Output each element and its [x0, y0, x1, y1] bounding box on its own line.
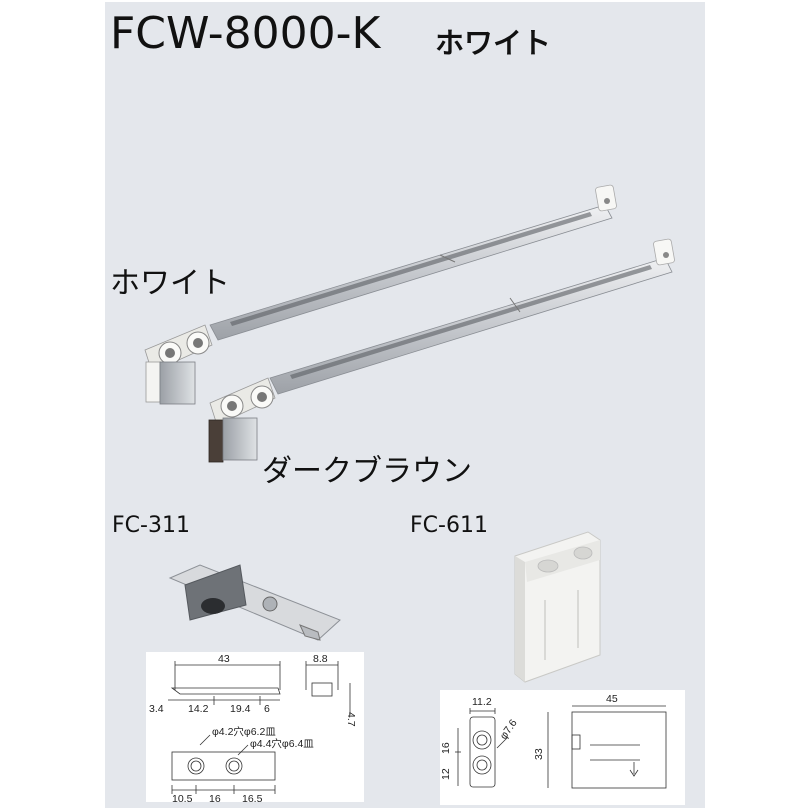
rail-brown — [208, 238, 675, 463]
dim-16-5: 16.5 — [242, 793, 263, 805]
dim-19-4: 19.4 — [230, 703, 251, 715]
fc611-drawing — [440, 690, 685, 805]
fc611-photo — [514, 531, 601, 683]
dim-12: 12 — [440, 768, 452, 780]
dim-hole-1: φ4.2穴φ6.2皿 — [212, 725, 276, 738]
dim-4-7: 4.7 — [345, 712, 357, 727]
dim-hole-2: φ4.4穴φ6.4皿 — [250, 737, 314, 750]
rail-white — [144, 184, 617, 405]
dim-hole: φ7.6 — [498, 717, 520, 742]
dim-3-4: 3.4 — [149, 703, 164, 715]
dim-16-height: 16 — [440, 742, 452, 754]
dim-33: 33 — [533, 748, 545, 760]
label-fc311: FC-311 — [112, 513, 190, 538]
dim-11-2: 11.2 — [472, 696, 492, 708]
dim-10-5: 10.5 — [172, 793, 193, 805]
label-white: ホワイト — [110, 266, 230, 301]
dim-43: 43 — [218, 653, 230, 665]
model-title: FCW-8000-K — [110, 8, 381, 59]
dim-8-8: 8.8 — [313, 653, 328, 665]
fc311-photo — [168, 564, 341, 641]
dim-6: 6 — [264, 703, 270, 715]
dim-14-2: 14.2 — [188, 703, 209, 715]
color-title: ホワイト — [435, 26, 552, 60]
fc311-drawing — [146, 652, 364, 802]
label-fc611: FC-611 — [410, 513, 488, 538]
label-dark-brown: ダークブラウン — [262, 454, 472, 489]
dim-16: 16 — [209, 793, 221, 805]
dim-45: 45 — [606, 693, 618, 705]
